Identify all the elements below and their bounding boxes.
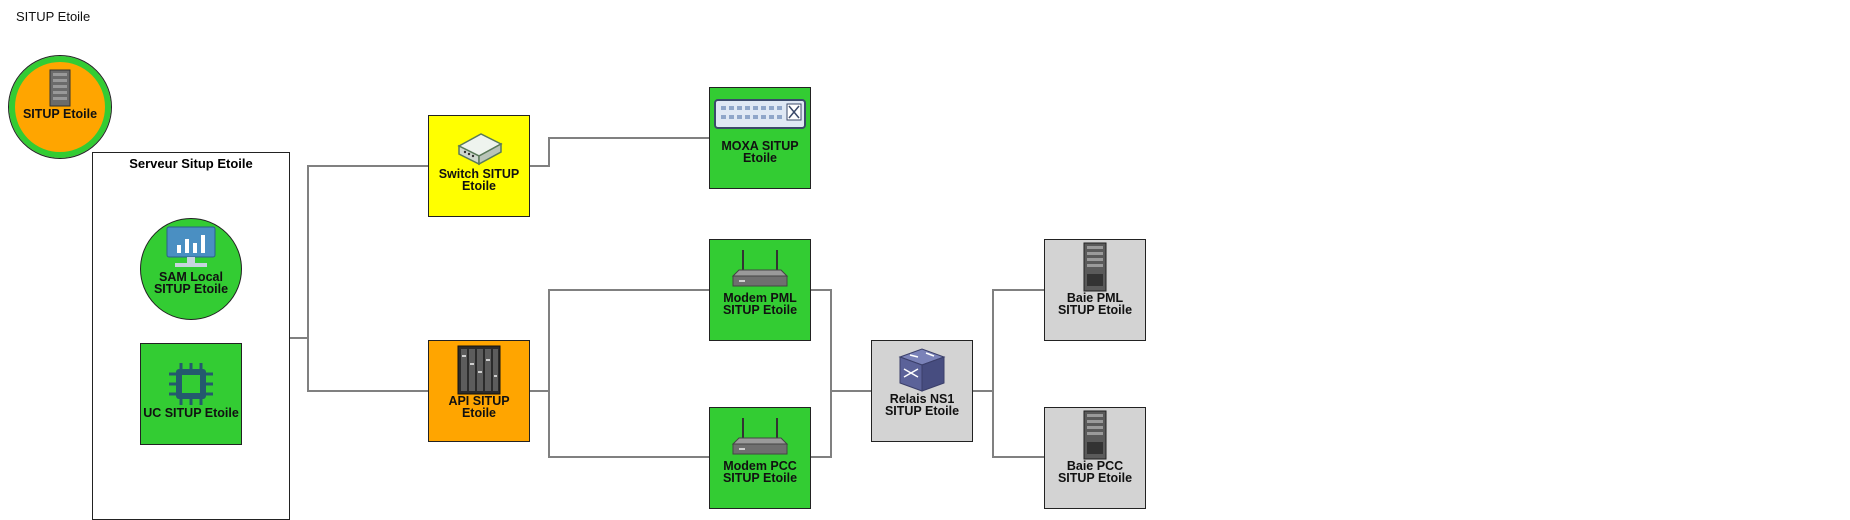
wifi-router-icon <box>729 240 791 292</box>
wire-modem-pcc-relais <box>811 391 832 458</box>
node-uc[interactable]: UC SITUP Etoile <box>140 343 242 445</box>
monitor-chart-icon <box>163 219 219 271</box>
node-baie-pcc[interactable]: Baie PCC SITUP Etoile <box>1044 407 1146 509</box>
wire-server-switch <box>290 165 428 339</box>
server-container-label: Serveur Situp Etoile <box>129 156 253 171</box>
wire-api-modem-pml <box>530 289 709 392</box>
wire-relais-baie-pcc <box>992 391 1044 458</box>
wire-relais-baie-pml <box>973 289 1044 392</box>
router-cube-icon <box>896 341 948 393</box>
node-modem-pml-label: Modem PML SITUP Etoile <box>722 291 798 317</box>
node-baie-pcc-label: Baie PCC SITUP Etoile <box>1057 459 1133 485</box>
node-relais-ns1-label: Relais NS1 SITUP Etoile <box>884 392 960 418</box>
plc-rack-icon <box>457 343 501 395</box>
node-switch[interactable]: Switch SITUP Etoile <box>428 115 530 217</box>
diagram-title: SITUP Etoile <box>16 9 91 24</box>
cpu-chip-icon <box>167 361 215 407</box>
wire-modem-pml-relais <box>811 289 871 392</box>
legend-node[interactable]: SITUP Etoile <box>8 55 112 159</box>
node-sam-local-label: SAM Local SITUP Etoile <box>153 270 229 296</box>
node-modem-pcc-label: Modem PCC SITUP Etoile <box>722 459 798 485</box>
node-modem-pml[interactable]: Modem PML SITUP Etoile <box>709 239 811 341</box>
node-relais-ns1[interactable]: Relais NS1 SITUP Etoile <box>871 340 973 442</box>
node-moxa-label: MOXA SITUP Etoile <box>721 139 799 165</box>
wire-switch-moxa <box>530 137 709 167</box>
legend-node-label: SITUP Etoile <box>22 107 98 121</box>
tower-server-icon <box>1082 240 1108 292</box>
wire-api-modem-pcc <box>548 391 709 458</box>
node-modem-pcc[interactable]: Modem PCC SITUP Etoile <box>709 407 811 509</box>
node-baie-pml-label: Baie PML SITUP Etoile <box>1057 291 1133 317</box>
node-api[interactable]: API SITUP Etoile <box>428 340 530 442</box>
node-baie-pml[interactable]: Baie PML SITUP Etoile <box>1044 239 1146 341</box>
wifi-router-icon <box>729 408 791 460</box>
node-sam-local[interactable]: SAM Local SITUP Etoile <box>140 218 242 320</box>
patch-panel-icon <box>713 88 807 140</box>
node-moxa[interactable]: MOXA SITUP Etoile <box>709 87 811 189</box>
node-uc-label: UC SITUP Etoile <box>143 406 239 420</box>
server-container[interactable]: Serveur Situp Etoile <box>92 152 290 520</box>
node-api-label: API SITUP Etoile <box>448 394 510 420</box>
node-switch-label: Switch SITUP Etoile <box>438 167 520 193</box>
wire-server-api <box>307 338 428 392</box>
tower-server-icon <box>1082 408 1108 460</box>
network-switch-icon <box>453 116 505 168</box>
server-rack-icon <box>48 64 72 108</box>
